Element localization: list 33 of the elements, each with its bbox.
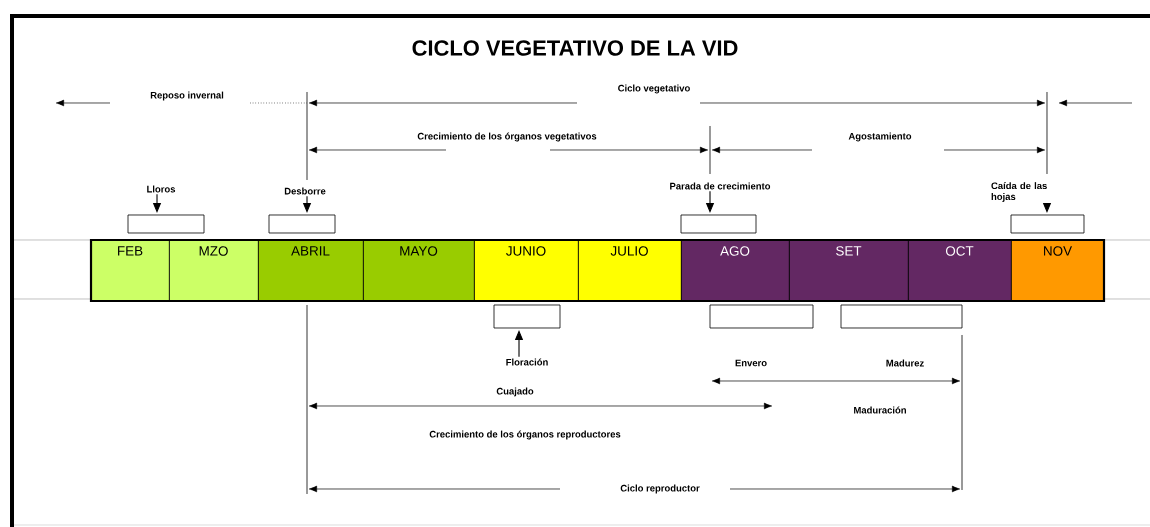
empty-box: [709, 304, 814, 329]
month-cell: AGO: [681, 240, 790, 302]
month-cell: OCT: [908, 240, 1012, 302]
span-label: Agostamiento: [848, 132, 912, 142]
span-label: Cuajado: [496, 387, 534, 397]
month-cell: SET: [789, 240, 909, 302]
stage-label: Lloros: [147, 185, 176, 193]
empty-box: [840, 304, 963, 329]
month-cell: MAYO: [363, 240, 475, 302]
stage-label: Floración: [506, 358, 548, 366]
empty-box: [493, 304, 561, 329]
empty-box: [680, 214, 757, 234]
stage-label: Parada de crecimiento: [670, 182, 771, 190]
span-label: Madurez: [886, 359, 924, 367]
month-cell: MZO: [169, 240, 259, 302]
month-cell: ABRIL: [258, 240, 364, 302]
span-label: Maduración: [854, 406, 906, 414]
span-label: Crecimiento de los órganos vegetativos: [417, 132, 597, 142]
empty-box: [268, 214, 336, 234]
month-cell: FEB: [91, 240, 170, 302]
month-cell: NOV: [1011, 240, 1105, 302]
empty-box: [127, 214, 205, 234]
month-cell: JULIO: [578, 240, 682, 302]
span-label: Envero: [735, 359, 767, 367]
stage-label: Caída de las hojas: [991, 182, 1047, 202]
span-label: Crecimiento de los órganos reproductores: [429, 430, 621, 440]
span-label: Ciclo reproductor: [620, 484, 700, 494]
title: CICLO VEGETATIVO DE LA VID: [412, 40, 738, 56]
stage-label: Desborre: [284, 187, 326, 195]
empty-box: [1010, 214, 1085, 234]
span-label: Reposo invernal: [150, 91, 224, 101]
span-label: Ciclo vegetativo: [618, 84, 690, 94]
month-cell: JUNIO: [474, 240, 579, 302]
